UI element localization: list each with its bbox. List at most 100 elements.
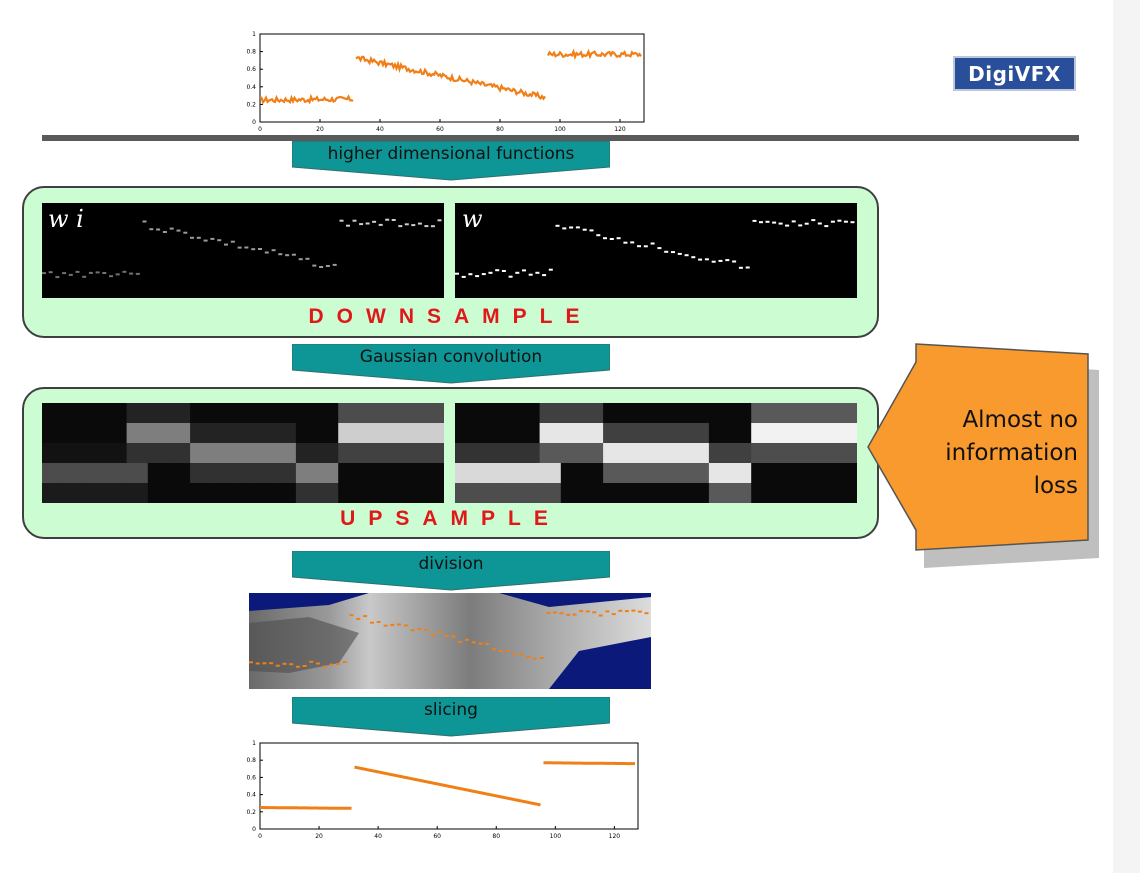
- grid-cell: [708, 443, 731, 464]
- grid-cell: [232, 403, 255, 424]
- grid-cell: [497, 463, 519, 484]
- downsample-wi-image: [42, 203, 444, 298]
- grid-cell: [476, 443, 498, 464]
- signal-dot: [566, 613, 571, 616]
- grid-cell: [708, 463, 731, 484]
- grid-cell: [380, 443, 403, 464]
- signal-dot: [437, 219, 442, 222]
- grid-cell: [772, 423, 795, 444]
- grid-cell: [497, 483, 519, 503]
- signal-dot: [605, 610, 610, 613]
- signal-dot: [611, 613, 616, 616]
- signal-dot: [298, 258, 303, 261]
- upsample-w-image: [455, 403, 857, 503]
- grid-cell: [793, 463, 816, 484]
- x-tick-label: 100: [550, 833, 562, 840]
- step-arrow-gaussian: [292, 344, 610, 384]
- callout-arrow: [867, 343, 1099, 568]
- grid-cell: [603, 403, 625, 424]
- grid-cell: [126, 443, 149, 464]
- signal-dot: [644, 612, 649, 615]
- grid-cell: [380, 483, 403, 503]
- grid-cell: [772, 443, 795, 464]
- grid-cell: [42, 403, 64, 424]
- signal-dot: [637, 610, 642, 613]
- grid-cell: [126, 463, 149, 484]
- signal-dot: [745, 266, 750, 269]
- signal-dot: [684, 254, 689, 257]
- right-edge-strip: [1113, 0, 1140, 873]
- signal-dot: [417, 628, 422, 630]
- signal-dot: [505, 649, 510, 652]
- signal-dot: [424, 629, 429, 631]
- step-higher-dimensional: higher dimensional functions: [292, 141, 610, 167]
- grid-cell: [190, 443, 212, 464]
- signal-dot: [804, 222, 809, 225]
- grid-cell: [168, 423, 191, 444]
- grid-cell: [168, 463, 191, 484]
- grid-cell: [232, 423, 255, 444]
- grid-cell: [772, 403, 795, 424]
- signal-dot: [404, 223, 409, 226]
- grid-cell: [63, 443, 85, 464]
- grid-cell: [253, 443, 276, 464]
- grid-cell: [560, 403, 583, 424]
- grid-cell: [295, 443, 318, 464]
- y-tick-label: 0.8: [246, 757, 256, 764]
- step-label: division: [418, 554, 484, 574]
- x-tick-label: 80: [492, 833, 500, 840]
- signal-dot: [342, 661, 347, 663]
- grid-cell: [687, 403, 710, 424]
- signal-dot: [176, 229, 181, 232]
- signal-dot: [391, 219, 396, 221]
- series-line: [260, 806, 352, 810]
- grid-cell: [105, 483, 128, 503]
- grid-cell: [793, 403, 816, 424]
- signal-dot: [48, 271, 53, 274]
- signal-dot: [329, 663, 334, 666]
- grid-cell: [63, 423, 85, 444]
- signal-dot: [397, 623, 401, 626]
- signal-dot: [359, 223, 364, 226]
- step-arrow-division: [292, 551, 610, 591]
- series-line: [547, 48, 642, 61]
- signal-dot: [752, 219, 757, 222]
- downsample-label: DOWNSAMPLE: [308, 305, 593, 328]
- signal-dot: [372, 220, 377, 223]
- grid-cell: [455, 483, 477, 503]
- grid-cell: [422, 403, 444, 424]
- step-division: division: [292, 551, 610, 577]
- signal-dot: [691, 256, 696, 259]
- grid-cell: [793, 443, 816, 464]
- signal-dot: [295, 665, 300, 668]
- signal-dot: [609, 238, 614, 240]
- signal-dot: [410, 629, 415, 632]
- grid-cell: [168, 483, 191, 503]
- signal-dot: [759, 221, 763, 224]
- signal-dot: [624, 610, 629, 613]
- grid-cell: [497, 423, 519, 444]
- grid-cell: [232, 443, 255, 464]
- signal-dot: [369, 621, 374, 624]
- signal-dot: [162, 231, 167, 233]
- grid-cell: [814, 423, 837, 444]
- signal-dot: [485, 642, 490, 645]
- grid-cell: [687, 423, 710, 444]
- signal-dot: [282, 662, 287, 665]
- grid-cell: [63, 483, 85, 503]
- grid-cell: [772, 483, 795, 503]
- series-line: [543, 761, 635, 766]
- signal-dot: [575, 226, 580, 229]
- x-tick-label: 0: [258, 126, 262, 133]
- grid-cell: [401, 403, 424, 424]
- grid-cell: [401, 483, 424, 503]
- grid-cell: [751, 423, 773, 444]
- grid-cell: [708, 423, 731, 444]
- signal-dot: [535, 271, 540, 274]
- signal-dot: [618, 609, 623, 612]
- grid-cell: [338, 443, 360, 464]
- grid-cell: [687, 443, 710, 464]
- grid-cell: [687, 463, 710, 484]
- grid-cell: [603, 443, 625, 464]
- step-gaussian: Gaussian convolution: [292, 344, 610, 370]
